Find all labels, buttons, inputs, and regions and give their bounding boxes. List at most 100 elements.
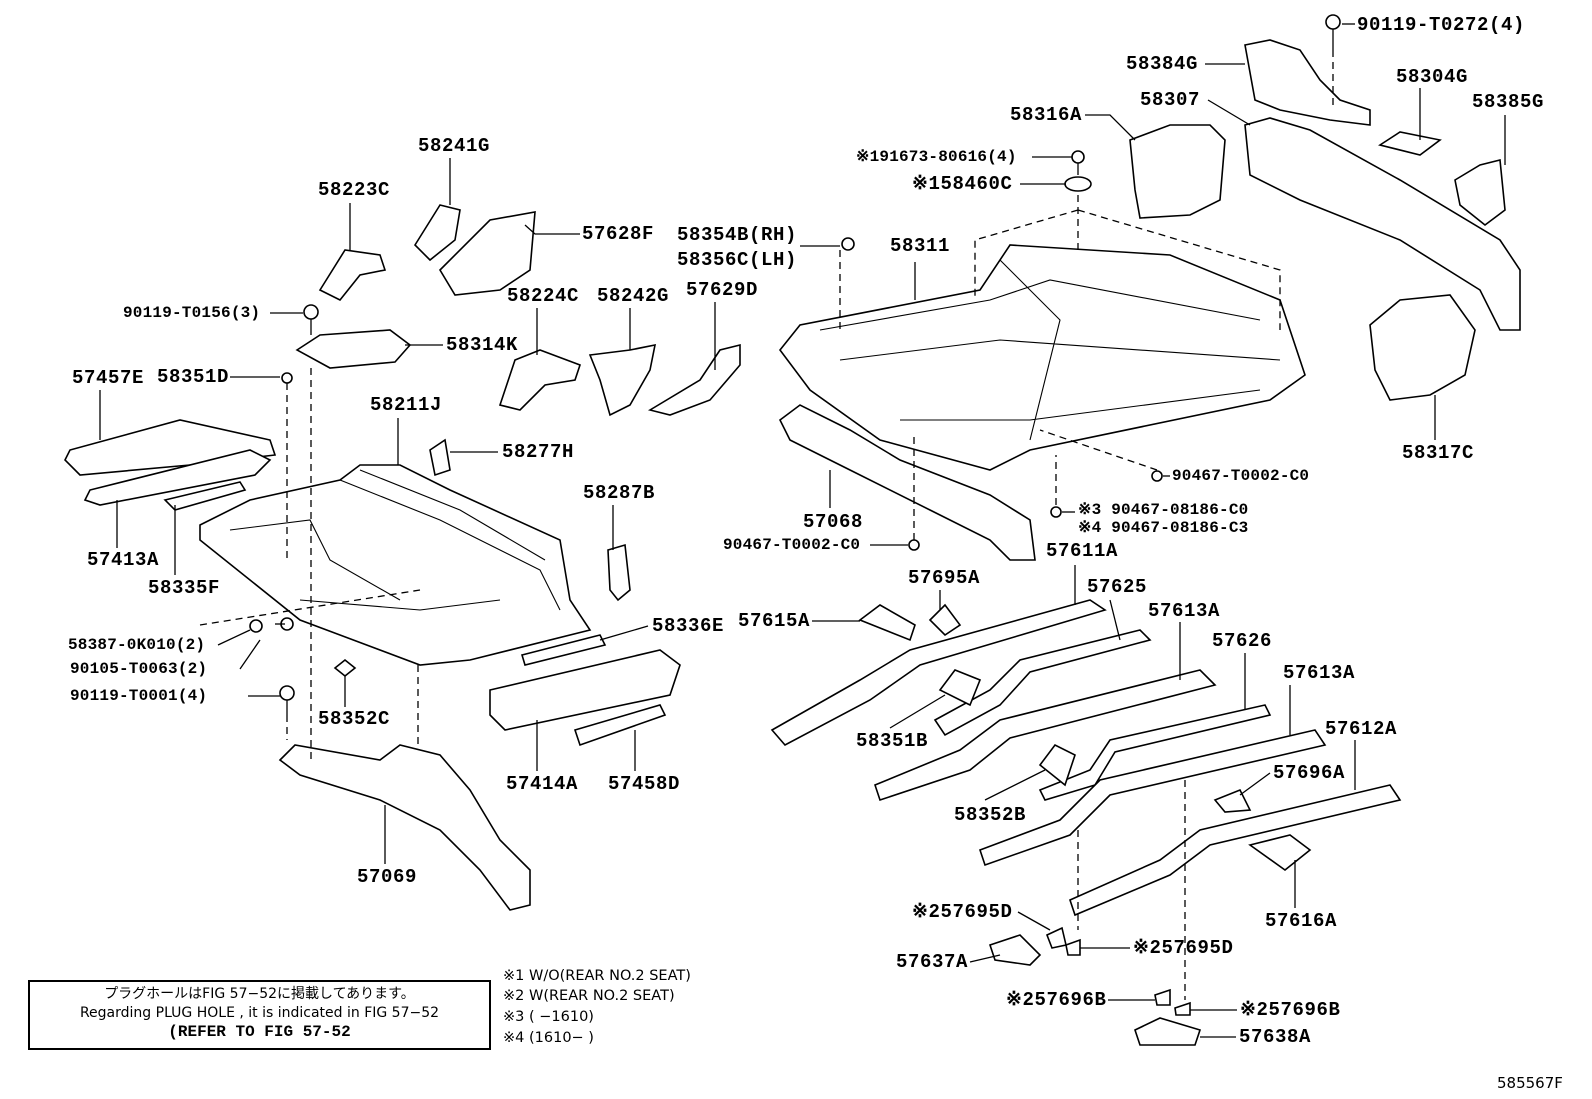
crossmember-57068 [778, 404, 1036, 561]
label-57695a[interactable]: 57695A [908, 567, 981, 589]
extension-57628f [438, 211, 536, 296]
label-57637a[interactable]: 57637A [896, 951, 969, 973]
label-90119-t0272[interactable]: 90119-T0272(4) [1357, 14, 1526, 36]
label-58287b[interactable]: 58287B [583, 482, 656, 504]
label-58314k[interactable]: 58314K [446, 334, 519, 356]
label-57457e[interactable]: 57457E [72, 367, 145, 389]
fasteners [249, 14, 1341, 715]
footnote-2: ※2 W(REAR NO.2 SEAT) [503, 988, 675, 1004]
label-58307[interactable]: 58307 [1140, 89, 1201, 111]
label-57413a[interactable]: 57413A [87, 549, 160, 571]
bracket-57616a [1248, 834, 1312, 872]
label-58351b[interactable]: 58351B [856, 730, 929, 752]
side-member-57625 [933, 629, 1152, 737]
bracket-58242g [588, 343, 657, 417]
bracket-58336e [520, 634, 607, 666]
label-58356c[interactable]: 58356C(LH) [677, 249, 798, 271]
label-58460c[interactable]: ※158460C [912, 173, 1013, 195]
label-57611a[interactable]: 57611A [1046, 540, 1119, 562]
leader-lines [99, 23, 1506, 1038]
label-58354b[interactable]: 58354B(RH) [677, 224, 798, 246]
label-57629d[interactable]: 57629D [686, 279, 759, 301]
label-58211j[interactable]: 58211J [370, 394, 443, 416]
label-57638a[interactable]: 57638A [1239, 1026, 1312, 1048]
rail-57414a [489, 649, 681, 731]
label-58384g[interactable]: 58384G [1126, 53, 1199, 75]
extension-57629d [647, 343, 741, 416]
label-90119-t0001[interactable]: 90119-T0001(4) [70, 687, 208, 705]
label-57069[interactable]: 57069 [357, 866, 418, 888]
label-57626[interactable]: 57626 [1212, 630, 1273, 652]
clip-57695a [928, 603, 962, 637]
label-57696a[interactable]: 57696A [1273, 762, 1346, 784]
crossmember-57069 [278, 744, 531, 911]
plug-hole-note: プラグホールはFIG 57−52に掲載してあります。 Regarding PLU… [28, 980, 491, 1050]
bracket-58223c [318, 249, 387, 302]
label-58304g[interactable]: 58304G [1396, 66, 1469, 88]
label-57695d-1[interactable]: ※257695D [912, 901, 1013, 923]
label-58277h[interactable]: 58277H [502, 441, 575, 463]
label-57613a-2[interactable]: 57613A [1283, 662, 1356, 684]
clip-57696b-2 [1174, 1001, 1191, 1016]
label-58316a[interactable]: 58316A [1010, 104, 1083, 126]
label-90119-t0156[interactable]: 90119-T0156(3) [123, 304, 261, 322]
bracket-58352b [1038, 743, 1076, 787]
bracket-58335f [163, 481, 247, 511]
label-90105-t0063[interactable]: 90105-T0063(2) [70, 660, 208, 678]
label-58335f[interactable]: 58335F [148, 577, 221, 599]
label-58352b[interactable]: 58352B [954, 804, 1027, 826]
label-90467-08186-c0[interactable]: ※3 90467-08186-C0 [1078, 501, 1249, 519]
clip-57696b-1 [1154, 988, 1171, 1006]
label-58224c[interactable]: 58224C [507, 285, 580, 307]
crossmember-58307 [1244, 117, 1521, 331]
side-member-57613a-2 [978, 729, 1327, 867]
label-90467-08186-c3[interactable]: ※4 90467-08186-C3 [1078, 519, 1249, 537]
label-58351d[interactable]: 58351D [157, 366, 230, 388]
bracket-58314k [295, 329, 412, 369]
note-reference[interactable]: (REFER TO FIG 57-52 [168, 1023, 351, 1041]
label-58387-0k010[interactable]: 58387-0K010(2) [68, 636, 206, 654]
label-57068[interactable]: 57068 [803, 511, 864, 533]
label-57625[interactable]: 57625 [1087, 576, 1148, 598]
footnote-4: ※4 (1610− ) [503, 1030, 594, 1046]
bracket-58351b [938, 669, 982, 707]
figure-number: 585567F [1497, 1074, 1563, 1092]
label-57616a[interactable]: 57616A [1265, 910, 1338, 932]
label-57414a[interactable]: 57414A [506, 773, 579, 795]
side-member-57612a [1069, 784, 1402, 917]
label-57613a-1[interactable]: 57613A [1148, 600, 1221, 622]
side-member-57626 [1038, 704, 1272, 801]
label-57458d[interactable]: 57458D [608, 773, 681, 795]
label-58352c[interactable]: 58352C [318, 708, 391, 730]
clip-57695d-2 [1065, 938, 1081, 956]
footnote-3: ※3 ( −1610) [503, 1009, 594, 1025]
front-floor-pan-58211j [199, 464, 592, 666]
clip-57696a [1213, 788, 1252, 813]
rail-57413a [83, 449, 272, 506]
label-90467-t0002-c0-right[interactable]: 90467-T0002-C0 [1172, 467, 1310, 485]
label-58336e[interactable]: 58336E [652, 615, 725, 637]
rear-floor-pan-58311 [778, 244, 1306, 471]
bracket-57637a [988, 934, 1042, 966]
rail-57457e [64, 419, 277, 476]
bracket-58287b [607, 543, 631, 602]
label-57612a[interactable]: 57612A [1325, 718, 1398, 740]
label-57696b-2[interactable]: ※257696B [1240, 999, 1341, 1021]
label-58385g[interactable]: 58385G [1472, 91, 1545, 113]
bracket-58241g [413, 204, 461, 262]
bracket-58385g [1454, 158, 1506, 227]
label-91673-80616[interactable]: ※191673-80616(4) [856, 148, 1017, 166]
bracket-57638a [1134, 1017, 1202, 1046]
bracket-58457d [573, 704, 667, 747]
label-58223c[interactable]: 58223C [318, 179, 391, 201]
label-90467-t0002-c0-left[interactable]: 90467-T0002-C0 [723, 536, 861, 554]
label-57615a[interactable]: 57615A [738, 610, 811, 632]
label-57628f[interactable]: 57628F [582, 223, 655, 245]
label-58242g[interactable]: 58242G [597, 285, 670, 307]
label-58241g[interactable]: 58241G [418, 135, 491, 157]
label-57695d-2[interactable]: ※257695D [1133, 937, 1234, 959]
label-58311[interactable]: 58311 [890, 235, 951, 257]
label-57696b-1[interactable]: ※257696B [1006, 989, 1107, 1011]
label-58317c[interactable]: 58317C [1402, 442, 1475, 464]
